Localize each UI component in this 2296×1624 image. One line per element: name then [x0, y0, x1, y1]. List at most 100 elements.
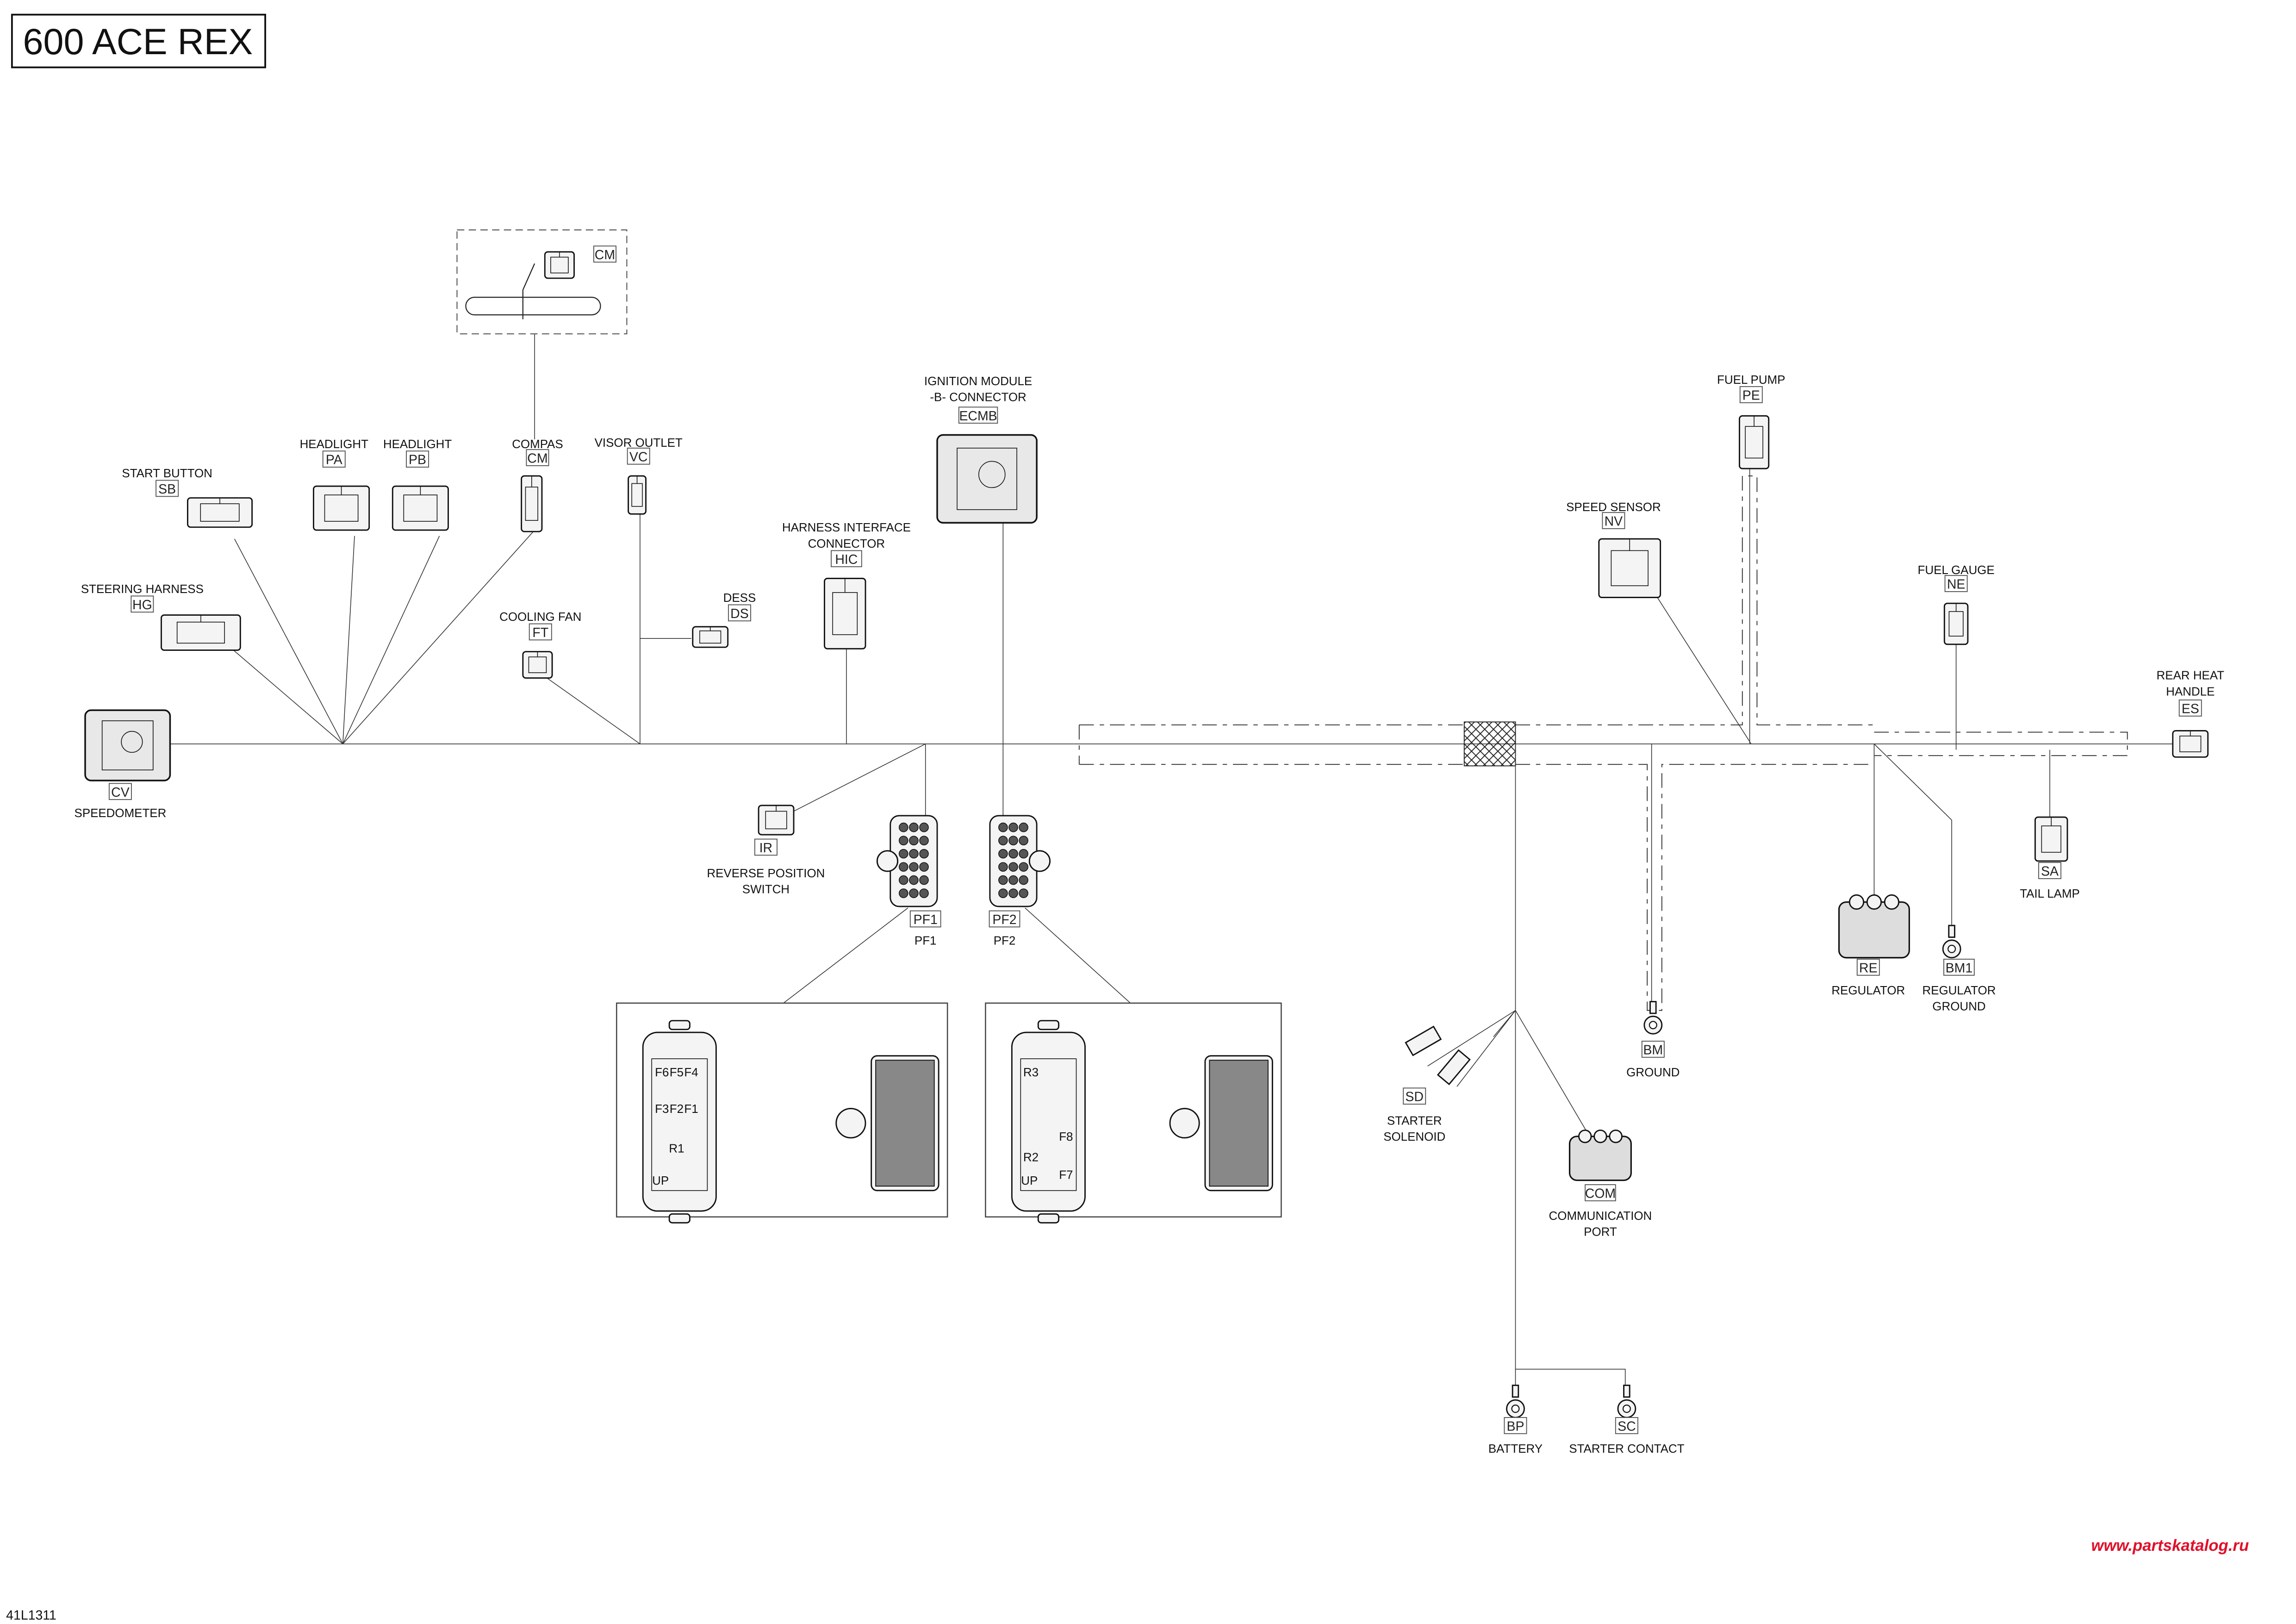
fuse-box-ear [1028, 850, 1051, 872]
wire-ft [544, 676, 641, 744]
ring-terminal-hole [1511, 1404, 1520, 1413]
orientation-mark: UP [652, 1174, 669, 1187]
connector-code-box [627, 447, 650, 465]
connector-code-box [322, 450, 346, 468]
connector-pin-tower [1848, 894, 1865, 910]
connector-bm-icon [1643, 1001, 1663, 1035]
wire-sd2 [1456, 1010, 1516, 1087]
fuse-slot-label: F2 [670, 1103, 684, 1116]
fuse-slot-label: F6 [655, 1066, 669, 1079]
module-face [957, 448, 1017, 510]
wire-pb [342, 536, 440, 744]
connector-com-icon [1568, 1129, 1632, 1181]
component-label: STEERING HARNESS [81, 583, 204, 596]
fuse-cavity [909, 836, 919, 845]
fuse-box-cover [642, 1031, 717, 1212]
connector-code: VC [629, 450, 648, 464]
terminal-cavities [875, 1060, 935, 1187]
fuse-cavity [1008, 836, 1018, 845]
fuse-cavity [1019, 836, 1028, 845]
connector-code: RE [1859, 961, 1878, 975]
connector-pf2-icon [989, 815, 1051, 907]
harness-wires [168, 229, 2182, 1392]
fuse-cavity [898, 849, 908, 859]
component-caption: BATTERY [1488, 1443, 1543, 1455]
connector-pf1-icon [876, 815, 938, 907]
connector-pb-icon [392, 485, 449, 531]
fuse-cavity [998, 875, 1008, 885]
ring-terminal-hole [1948, 944, 1956, 953]
fuse-cavity [1008, 888, 1018, 898]
connector-code: BP [1506, 1419, 1524, 1434]
fuse-cavity [919, 836, 929, 845]
connector-re-icon [1838, 894, 1910, 959]
component-caption: PORT [1584, 1226, 1617, 1239]
fuse-cavity [1008, 849, 1018, 859]
wire-sd3 [1493, 1010, 1516, 1037]
connector-code: HIC [835, 552, 858, 567]
ring-terminal-crimp [1512, 1384, 1519, 1398]
connector-pin-tower [1884, 894, 1900, 910]
diagram-title: 600 ACE REX [23, 21, 253, 62]
mounting-ear [835, 1108, 866, 1139]
cover-latch-top [1037, 1020, 1059, 1031]
connector-code: SB [158, 482, 176, 497]
compass-stem [522, 263, 535, 319]
ground-branch-sheath [1515, 764, 1874, 1011]
connector-code-box [526, 449, 549, 466]
fuse-cavity [919, 849, 929, 859]
connector-cv-icon [84, 709, 171, 781]
connector-code: BM [1643, 1043, 1663, 1058]
wire-sd [1427, 1010, 1516, 1067]
component-caption: STARTER [1387, 1114, 1442, 1127]
component-label: REAR HEAT [2156, 669, 2224, 682]
connector-code-box [2178, 700, 2202, 717]
component-caption: REGULATOR [1831, 984, 1905, 997]
ring-terminal-hole [1622, 1404, 1631, 1413]
connector-code: SC [1618, 1419, 1636, 1434]
fuse-cavity [1008, 875, 1018, 885]
connector-cm-icon [521, 475, 543, 532]
wire-com [1515, 1010, 1589, 1135]
fuse-cavity [909, 888, 919, 898]
fuse-slot-label: F1 [684, 1103, 698, 1116]
wire-sb [234, 538, 343, 744]
component-label: IGNITION MODULE [924, 375, 1032, 388]
wire-nv [1654, 593, 1752, 744]
component-label: SPEED SENSOR [1566, 501, 1661, 514]
component-label: HEADLIGHT [383, 438, 452, 451]
connector-code-box [108, 783, 132, 800]
fuse-cavity [1019, 822, 1028, 832]
component-caption: REGULATOR [1922, 984, 1996, 997]
relay-slot-label: R2 [1023, 1151, 1039, 1164]
connector-code: PF1 [914, 912, 938, 927]
fuse-cavity [998, 836, 1008, 845]
fuse-cavity [898, 888, 908, 898]
connector-vc-icon [628, 475, 647, 515]
orientation-mark: UP [1021, 1174, 1038, 1187]
component-caption: PF1 [915, 934, 937, 947]
title-block: 600 ACE REX [11, 13, 266, 69]
connector-code-box [958, 406, 998, 424]
cover-label-area [1020, 1058, 1077, 1191]
connector-code-box [156, 480, 179, 497]
connector-code-box [1641, 1041, 1665, 1058]
cover-label-area [651, 1058, 708, 1191]
connector-code-box [2038, 862, 2062, 879]
fuse-cavity [998, 822, 1008, 832]
connector-ne-icon [1943, 602, 1969, 645]
connector-code: CM [595, 248, 615, 262]
connector-code: CM [527, 451, 548, 466]
fuse-box-ear [876, 850, 899, 872]
ring-terminal-hole [1649, 1021, 1657, 1030]
connector-pin-tower [1866, 894, 1882, 910]
